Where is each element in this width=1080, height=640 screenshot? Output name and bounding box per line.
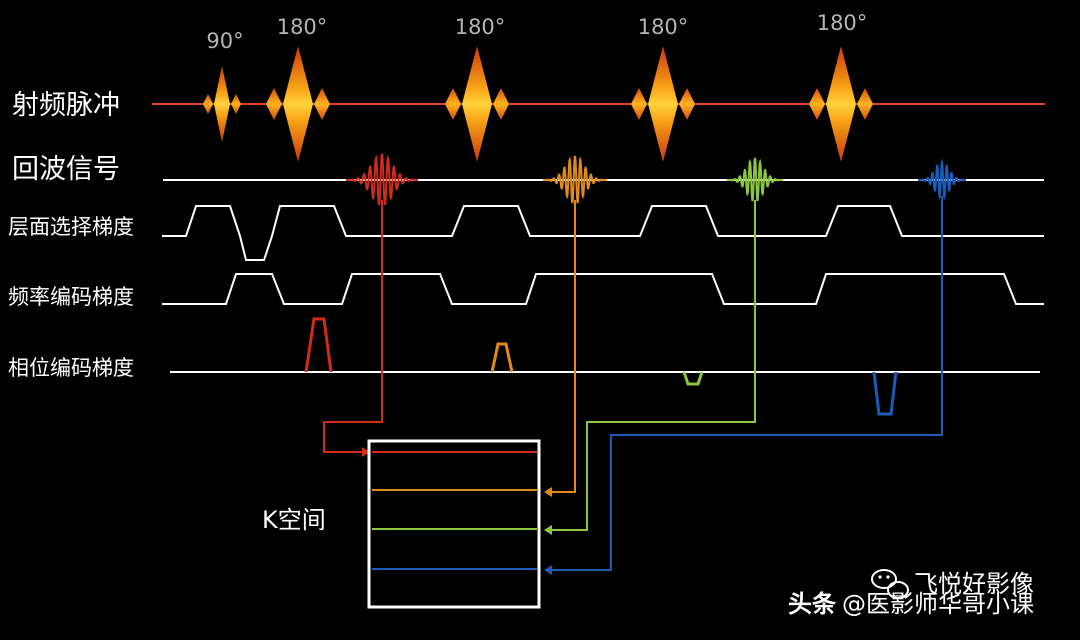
- k-space-box: [367, 439, 541, 609]
- watermark-channel: 飞悦好影像: [914, 570, 1034, 598]
- kspace-arrow-2: [544, 487, 552, 497]
- kspace-arrow-1: [362, 447, 370, 457]
- pulse-label-1: 90°: [206, 29, 243, 53]
- pulse-label-5: 180°: [817, 11, 868, 35]
- watermark: 飞悦好影像 头条 @医影师华哥小课: [788, 569, 1034, 618]
- watermark-platform: 头条: [788, 590, 837, 618]
- echo-signal-3: [726, 157, 784, 202]
- phase-encode-blip-3: [682, 371, 704, 386]
- label-phase-encoding-gradient: 相位编码梯度: [8, 356, 134, 380]
- phase-encode-blip-2: [490, 342, 514, 373]
- pulse-label-3: 180°: [455, 15, 506, 39]
- rf-pulse-180-3: [631, 46, 695, 162]
- echo-signal-1: [345, 153, 419, 206]
- kspace-connector-1: [323, 200, 383, 453]
- kspace-connector-3: [552, 200, 756, 531]
- kspace-arrow-4: [544, 565, 552, 575]
- kspace-arrow-3: [544, 525, 552, 535]
- pulse-label-2: 180°: [277, 15, 328, 39]
- rf-pulse-180-4: [809, 46, 873, 162]
- pulse-label-4: 180°: [638, 15, 689, 39]
- wechat-icon: [871, 569, 909, 599]
- frequency-encoding-gradient-waveform: [162, 273, 1044, 305]
- kspace-connector-4: [552, 196, 943, 571]
- watermark-handle: @医影师华哥小课: [842, 590, 1034, 618]
- phase-encode-blip-1: [304, 317, 333, 373]
- label-echo-signal: 回波信号: [12, 154, 120, 185]
- rf-pulse-90: [203, 66, 241, 142]
- kspace-connector-2: [552, 200, 576, 493]
- echo-signal-2: [543, 155, 607, 204]
- phase-encode-blip-4: [872, 371, 898, 416]
- label-rf-pulse: 射频脉冲: [12, 90, 120, 121]
- echo-signal-4: [917, 158, 967, 201]
- k-space-label: K空间: [262, 506, 326, 534]
- slice-select-gradient-waveform: [162, 205, 1044, 261]
- rf-pulse-180-2: [445, 46, 509, 162]
- rf-pulse-180-1: [266, 46, 330, 162]
- label-slice-select-gradient: 层面选择梯度: [8, 215, 134, 239]
- label-frequency-encoding-gradient: 频率编码梯度: [8, 285, 134, 309]
